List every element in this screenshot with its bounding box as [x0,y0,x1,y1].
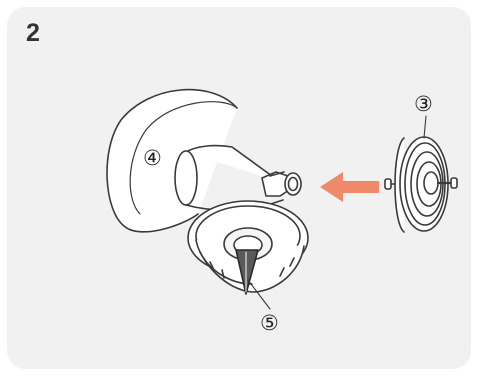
connector-housing-part [188,201,308,309]
membrane-cap-part [385,116,457,232]
callout-label-5: ⑤ [260,311,279,335]
callout-label-3: ③ [414,92,433,116]
arrow-left-icon [320,172,379,202]
callout-label-4: ④ [143,146,162,170]
